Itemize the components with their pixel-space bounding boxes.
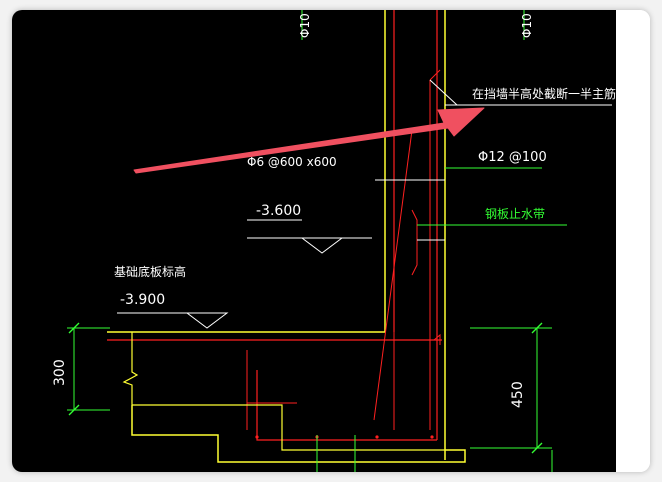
bottom-rebar <box>256 370 437 441</box>
dim-tick <box>68 322 80 334</box>
foundation-outline <box>131 405 466 463</box>
top-bar-label-right: Φ10 <box>520 13 534 38</box>
image-card: Φ10 Φ10 在挡墙半高处截断一半主筋 Φ6 @600 x600 Φ12 @1… <box>12 10 650 472</box>
level-upper-label: -3.600 <box>256 203 301 219</box>
dim-right-label: 450 <box>510 381 526 408</box>
rebar-hook <box>433 333 441 345</box>
foundation-step <box>132 404 445 451</box>
stirrup-label: Φ6 @600 x600 <box>247 155 337 169</box>
dim-tick <box>531 442 543 454</box>
note-leader <box>429 79 458 106</box>
dim-tick <box>68 404 80 416</box>
rebar-dot <box>375 435 379 439</box>
foundation-label: 基础底板标高 <box>114 264 186 279</box>
break-line <box>122 332 139 405</box>
cad-drawing-canvas: Φ10 Φ10 在挡墙半高处截断一半主筋 Φ6 @600 x600 Φ12 @1… <box>12 10 616 472</box>
diagonal-rebar <box>373 129 422 421</box>
rebar-dot <box>255 435 259 439</box>
dim-left-label: 300 <box>52 359 68 386</box>
cut-rebar-note: 在挡墙半高处截断一半主筋 <box>472 86 616 101</box>
waterstop-mark <box>411 209 418 276</box>
cad-section-drawing: Φ10 Φ10 在挡墙半高处截断一半主筋 Φ6 @600 x600 Φ12 @1… <box>52 10 616 472</box>
rebar-cut-tick <box>429 69 441 81</box>
level-triangle-upper <box>300 237 344 254</box>
rebar-dot <box>430 435 434 439</box>
red-arrow-icon <box>133 107 485 174</box>
dim-tick <box>531 322 543 334</box>
waterstop-label: 钢板止水带 <box>485 207 545 221</box>
level-triangle-lower <box>185 312 229 329</box>
right-gutter <box>616 10 650 472</box>
bar-label: Φ12 @100 <box>478 150 547 165</box>
top-bar-label-left: Φ10 <box>298 13 312 38</box>
level-lower-label: -3.900 <box>120 292 165 308</box>
